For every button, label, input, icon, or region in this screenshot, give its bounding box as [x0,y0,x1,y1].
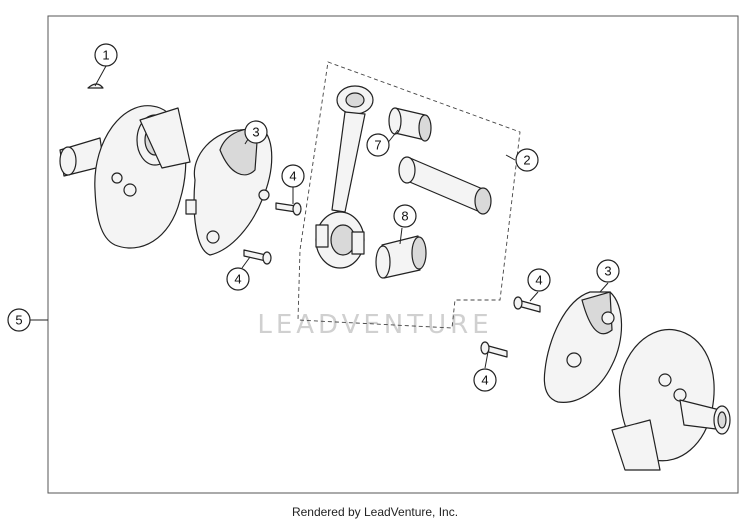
callout-5: 5 [7,308,31,332]
callout-1: 1 [94,43,118,67]
right-counterweight [543,291,623,403]
callout-3-right: 3 [596,259,620,283]
left-crank-web [59,105,191,249]
svg-text:3: 3 [252,125,259,140]
right-crank-web [611,329,731,471]
rivet-lower-left [243,249,272,265]
svg-text:8: 8 [401,209,408,224]
callout-2: 2 [515,148,539,172]
svg-text:3: 3 [604,264,611,279]
svg-text:5: 5 [15,313,22,328]
callout-4-upper-left: 4 [281,164,305,188]
rivet-upper-right [513,296,541,313]
callout-7: 7 [366,133,390,157]
callout-4-upper-right: 4 [527,268,551,292]
connecting-rod [315,85,374,269]
svg-text:7: 7 [374,138,381,153]
rivet-upper-left [275,202,302,216]
big-end-bearing [375,235,427,279]
left-counterweight [185,127,273,256]
small-end-bearing [388,107,432,142]
svg-text:2: 2 [523,153,530,168]
callout-8: 8 [393,204,417,228]
svg-text:4: 4 [481,373,488,388]
diagram-frame [47,15,739,494]
svg-text:4: 4 [535,273,542,288]
svg-text:1: 1 [102,48,109,63]
svg-text:4: 4 [289,169,296,184]
footer-credit: Rendered by LeadVenture, Inc. [291,505,459,519]
svg-text:4: 4 [234,272,241,287]
watermark-text: LEADVENTURE [257,310,492,340]
callout-3-left: 3 [244,120,268,144]
callout-4-lower-left: 4 [226,267,250,291]
rivet-lower-right [480,341,508,358]
crank-pin [398,156,492,215]
callout-4-lower-right: 4 [473,368,497,392]
